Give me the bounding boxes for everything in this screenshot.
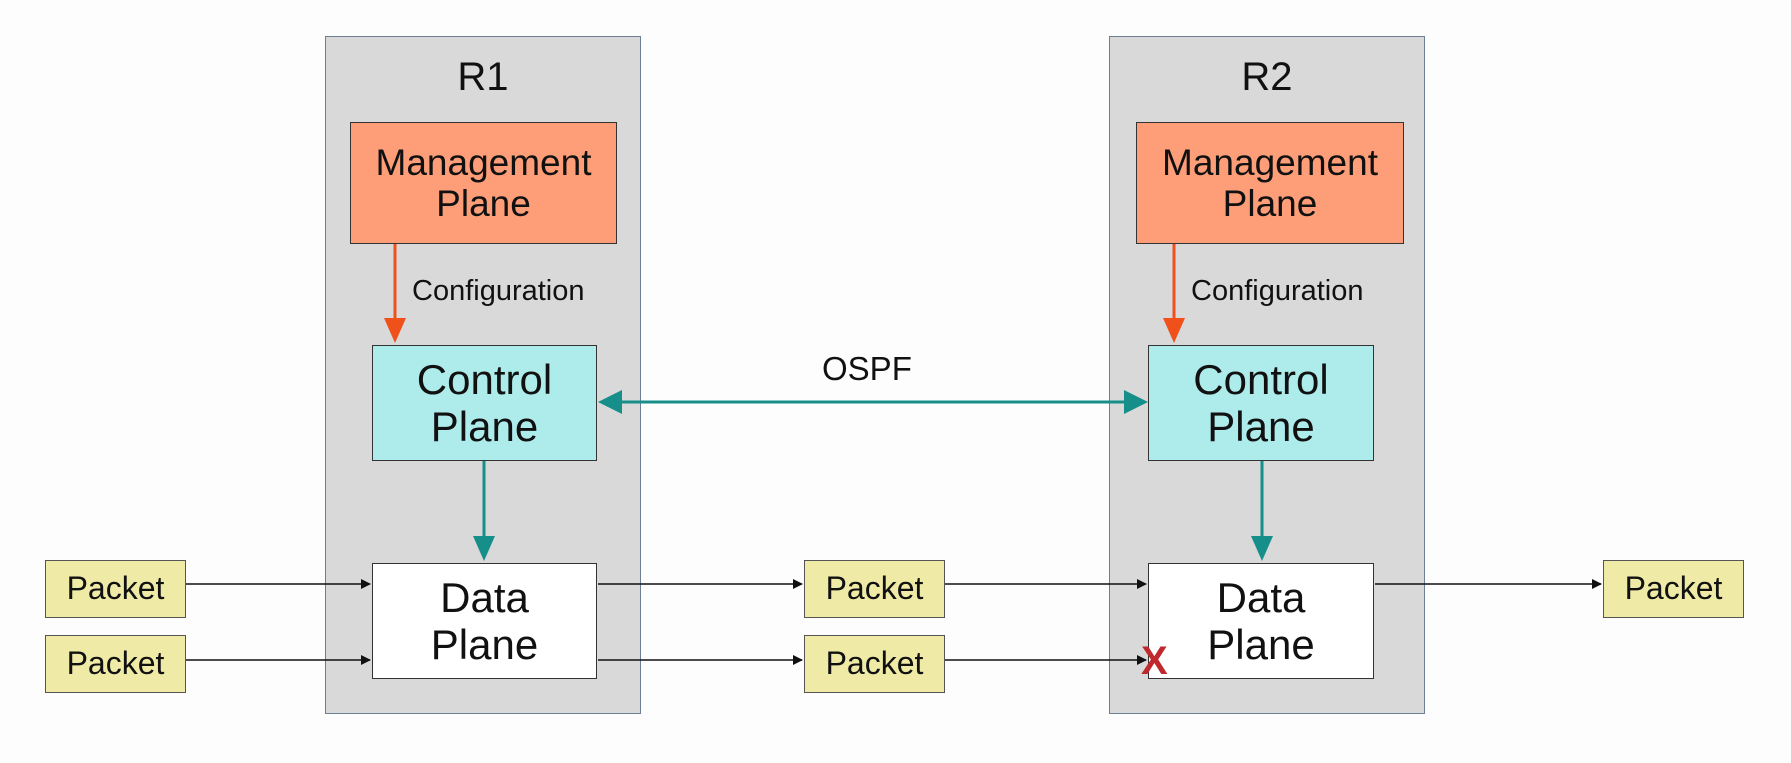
r1-data-plane: Data Plane [372,563,597,679]
r1-configuration-label: Configuration [412,275,585,307]
r2-control-to-data-arrow [1251,461,1273,561]
r1-management-plane-label: Management Plane [375,141,592,224]
r2-data-plane-label: Data Plane [1207,573,1315,668]
r1-management-plane: Management Plane [350,122,617,244]
r1-configuration-arrow [384,244,406,343]
r1-control-plane: Control Plane [372,345,597,461]
packet-middle-bottom-label: Packet [825,645,924,682]
r2-data-plane: Data Plane [1148,563,1374,679]
packet-input-bottom: Packet [45,635,186,693]
packet-input-bottom-label: Packet [66,645,165,682]
ospf-label: OSPF [822,350,912,387]
packet-output: Packet [1603,560,1744,618]
r2-management-plane: Management Plane [1136,122,1404,244]
r1-data-plane-label: Data Plane [430,573,539,668]
packet-drop-x-icon: X [1141,639,1168,683]
packet-input-top-label: Packet [66,570,165,607]
packet-middle-top-label: Packet [825,570,924,607]
packet-output-label: Packet [1624,570,1723,607]
packet-flow-arrows [186,579,1602,665]
router-r1-title: R1 [457,55,509,99]
router-r2-title: R2 [1241,55,1293,99]
r1-control-plane-label: Control Plane [416,355,553,450]
packet-input-top: Packet [45,560,186,618]
r2-management-plane-label: Management Plane [1162,141,1378,224]
r2-control-plane: Control Plane [1148,345,1374,461]
r2-configuration-arrow [1163,244,1185,343]
r2-control-plane-label: Control Plane [1193,355,1329,450]
packet-middle-bottom: Packet [804,635,945,693]
packet-middle-top: Packet [804,560,945,618]
ospf-arrow [598,390,1148,414]
r1-control-to-data-arrow [473,461,495,561]
r2-configuration-label: Configuration [1191,275,1364,307]
